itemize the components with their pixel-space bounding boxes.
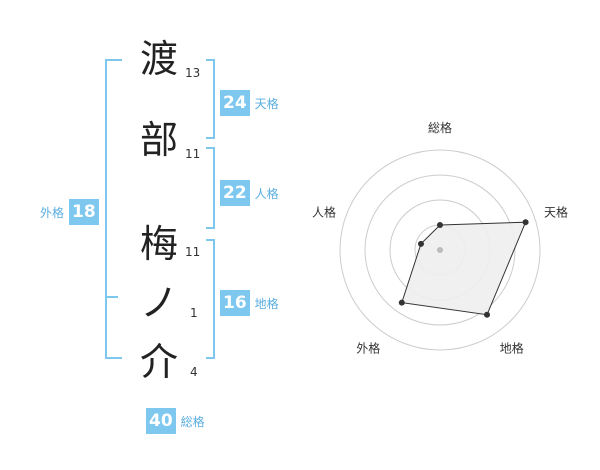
jinkaku-label: 人格 <box>254 186 279 201</box>
radar-ring-3 <box>364 174 516 326</box>
chikaku-badge: 16 地格 <box>220 290 284 316</box>
chikaku-value: 16 <box>220 290 250 316</box>
name-char-5: 介 <box>140 340 179 384</box>
stroke-count-3: 11 <box>185 245 201 259</box>
soukaku-value: 40 <box>146 408 176 434</box>
radar-point-2 <box>522 219 529 226</box>
radar-polygon <box>401 221 527 316</box>
jinkaku-bracket <box>206 147 215 229</box>
radar-point-3 <box>484 311 491 318</box>
name-char-2: 部 <box>140 118 179 162</box>
jinkaku-value: 22 <box>220 180 250 206</box>
gaikaku-label: 外格 <box>40 205 65 220</box>
chikaku-bracket <box>206 239 215 359</box>
tenkaku-bracket <box>206 59 215 139</box>
chikaku-label: 地格 <box>254 296 279 311</box>
name-char-1: 渡 <box>140 37 179 81</box>
radar-point-1 <box>437 222 443 228</box>
radar-ring-4 <box>339 149 541 351</box>
radar-axis-label-3: 地格 <box>500 341 524 356</box>
radar-axis-label-1: 総格 <box>428 120 452 135</box>
tenkaku-value: 24 <box>220 90 250 116</box>
radar-point-5 <box>417 240 424 247</box>
gaikaku-bracket <box>105 59 122 359</box>
jinkaku-badge: 22 人格 <box>220 180 284 206</box>
stroke-count-1: 13 <box>185 66 201 80</box>
soukaku-badge: 40 総格 <box>146 408 210 434</box>
soukaku-label: 総格 <box>180 414 205 429</box>
gaikaku-value: 18 <box>69 199 99 225</box>
radar-axis-label-5: 人格 <box>312 204 336 219</box>
name-char-3: 梅 <box>140 222 179 266</box>
radar-axis-label-4: 外格 <box>356 341 380 356</box>
tenkaku-label: 天格 <box>254 96 279 111</box>
radar-point-4 <box>398 299 405 306</box>
stroke-count-4: 1 <box>190 306 198 320</box>
tenkaku-badge: 24 天格 <box>220 90 284 116</box>
stroke-count-2: 11 <box>185 147 201 161</box>
radar-axis-label-2: 天格 <box>544 204 568 219</box>
name-char-4: ノ <box>140 281 179 325</box>
stroke-count-5: 4 <box>190 365 198 379</box>
gaikaku-badge: 外格 18 <box>40 199 99 225</box>
radar-center-dot <box>437 247 443 253</box>
